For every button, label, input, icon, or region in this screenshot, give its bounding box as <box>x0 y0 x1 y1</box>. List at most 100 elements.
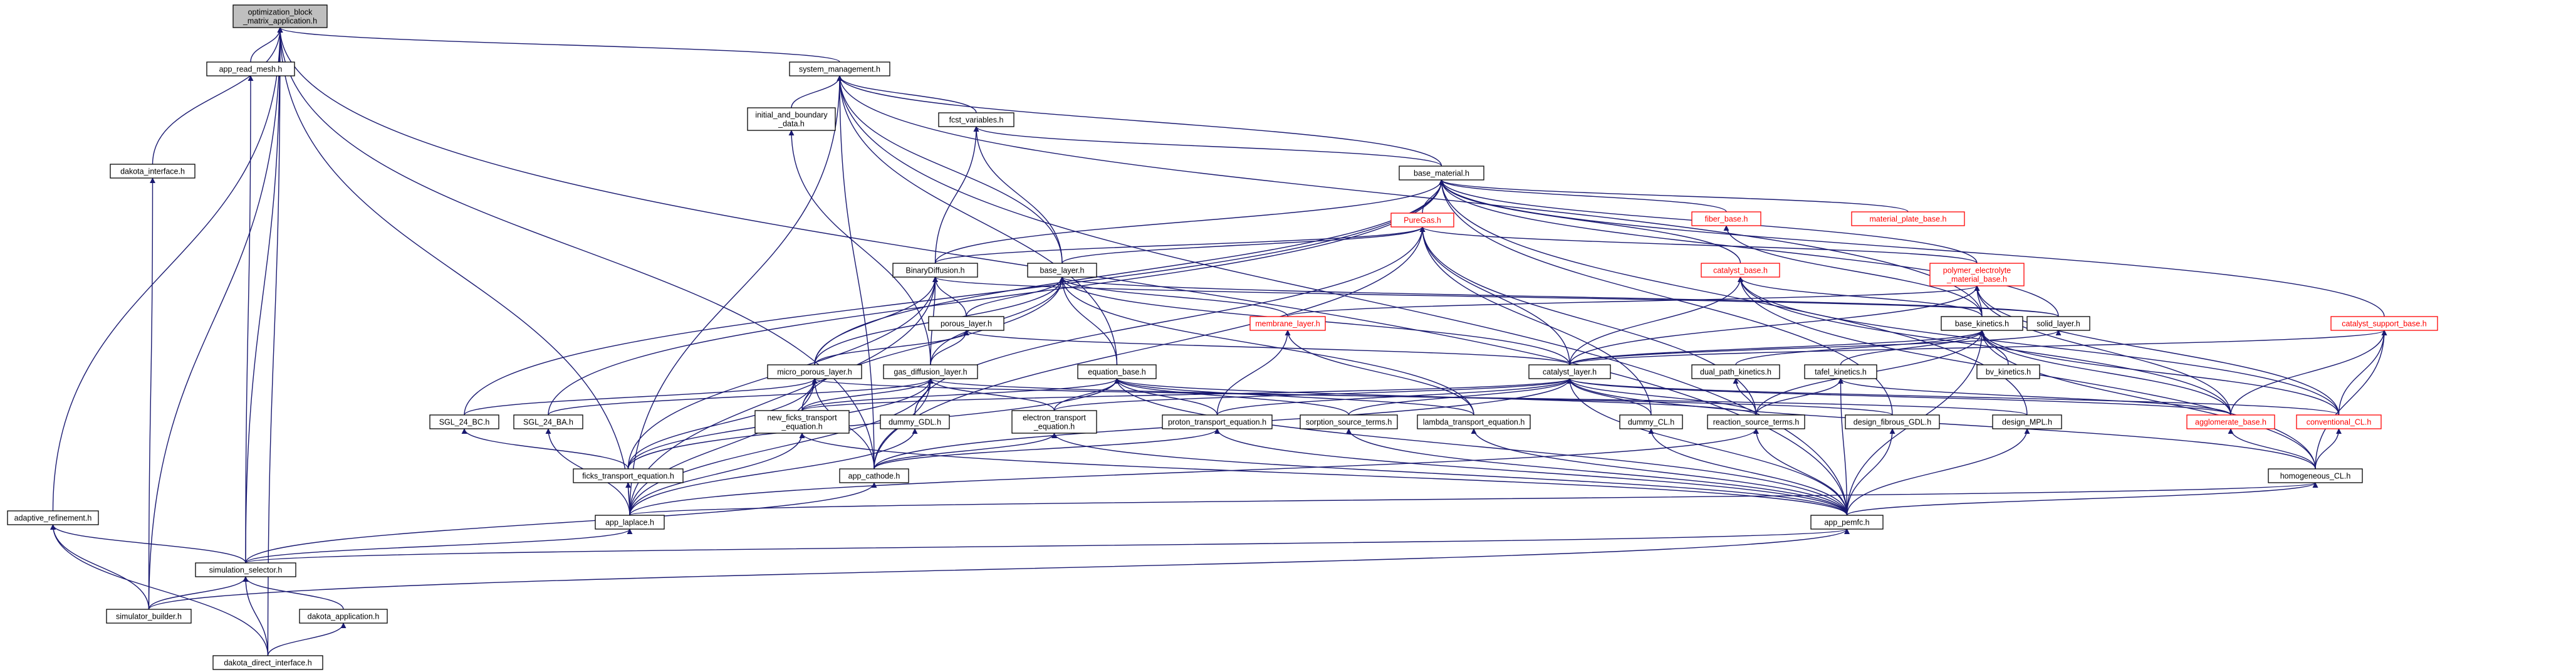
node-simbuild[interactable]: simulator_builder.h <box>106 609 192 624</box>
node-eqbase[interactable]: equation_base.h <box>1077 364 1157 379</box>
node-sgl24ba[interactable]: SGL_24_BA.h <box>513 414 583 429</box>
node-label-line: system_management.h <box>799 65 880 74</box>
node-apppemfc[interactable]: app_pemfc.h <box>1810 515 1884 530</box>
node-catsup[interactable]: catalyst_support_base.h <box>2330 316 2438 331</box>
node-convcl[interactable]: conventional_CL.h <box>2296 414 2382 429</box>
edge-fiber-to-basemat <box>1439 179 1727 213</box>
node-lambda[interactable]: lambda_transport_equation.h <box>1417 414 1531 429</box>
edge-applap-to-newficks <box>629 433 805 516</box>
edge-newficks-to-baselayer <box>801 276 1065 411</box>
node-designmpl[interactable]: design_MPL.h <box>1992 414 2062 429</box>
edge-simbuild-to-adaptive <box>50 524 150 610</box>
node-box <box>212 655 323 670</box>
node-sysman[interactable]: system_management.h <box>789 61 890 76</box>
node-ficks[interactable]: ficks_transport_equation.h <box>573 468 684 483</box>
edge-solid-to-baselayer <box>1059 276 2059 317</box>
node-label-line: sorption_source_terms.h <box>1306 418 1392 427</box>
node-simsel[interactable]: simulation_selector.h <box>195 562 296 577</box>
node-dummygdl[interactable]: dummy_GDL.h <box>880 414 950 429</box>
edge-gasdiff-to-initbd <box>788 130 931 365</box>
node-adaptive[interactable]: adaptive_refinement.h <box>7 510 99 525</box>
node-puregas[interactable]: PureGas.h <box>1390 213 1454 228</box>
node-dakint[interactable]: dakota_interface.h <box>110 164 196 179</box>
node-designfib[interactable]: design_fibrous_GDL.h <box>1845 414 1940 429</box>
node-reaction[interactable]: reaction_source_terms.h <box>1707 414 1805 429</box>
node-box <box>880 414 950 429</box>
node-label: sorption_source_terms.h <box>1306 418 1392 427</box>
node-box <box>2268 468 2363 483</box>
node-label: dummy_CL.h <box>1628 418 1674 427</box>
node-fiber[interactable]: fiber_base.h <box>1691 211 1761 226</box>
node-solid[interactable]: solid_layer.h <box>2026 316 2090 331</box>
node-label: tafel_kinetics.h <box>1815 368 1867 377</box>
node-label: material_plate_base.h <box>1870 215 1947 224</box>
node-label: proton_transport_equation.h <box>1168 418 1266 427</box>
node-newficks[interactable]: new_ficks_transport_equation.h <box>754 410 850 434</box>
edge-catlayer-to-solid <box>1569 330 2062 365</box>
node-root[interactable]: optimization_block_matrix_application.h <box>232 4 328 28</box>
edge-solid-to-binary <box>932 276 2059 317</box>
node-box <box>938 112 1014 127</box>
node-matplate[interactable]: material_plate_base.h <box>1851 211 1965 226</box>
node-bvkin[interactable]: bv_kinetics.h <box>1976 364 2040 379</box>
node-dualpath[interactable]: dual_path_kinetics.h <box>1691 364 1780 379</box>
edge-reaction-to-puregas <box>1419 226 1757 416</box>
edge-baselayer-to-puregas <box>1061 226 1426 264</box>
edge-homog-to-catsup <box>2315 330 2387 470</box>
node-baselayer[interactable]: base_layer.h <box>1027 263 1097 278</box>
node-label-line: design_MPL.h <box>2002 418 2052 427</box>
node-label-line: dummy_CL.h <box>1628 418 1674 427</box>
node-label-line: app_cathode.h <box>848 472 900 481</box>
edge-dakapp-to-simsel <box>242 576 344 610</box>
node-membrane[interactable]: membrane_layer.h <box>1249 316 1326 331</box>
node-sorption[interactable]: sorption_source_terms.h <box>1300 414 1398 429</box>
edge-apppemfc-to-proton <box>1214 428 1848 516</box>
node-box <box>754 410 850 434</box>
node-initbd[interactable]: initial_and_boundary_data.h <box>747 107 836 131</box>
node-gasdiff[interactable]: gas_diffusion_layer.h <box>883 364 978 379</box>
edge-apppemfc-to-dummycl <box>1648 428 1848 516</box>
edge-dummycl-to-catlayer <box>1567 378 1652 416</box>
node-electron[interactable]: electron_transport_equation.h <box>1011 410 1097 434</box>
node-binary[interactable]: BinaryDiffusion.h <box>892 263 978 278</box>
node-label: agglomerate_base.h <box>2195 418 2266 427</box>
node-homog[interactable]: homogeneous_CL.h <box>2268 468 2363 483</box>
node-agglom[interactable]: agglomerate_base.h <box>2186 414 2275 429</box>
node-label: homogeneous_CL.h <box>2280 472 2351 481</box>
node-tafel[interactable]: tafel_kinetics.h <box>1804 364 1877 379</box>
node-dakapp[interactable]: dakota_application.h <box>299 609 388 624</box>
edge-catlayer-to-catsup <box>1569 330 2387 365</box>
edge-applap-to-micro <box>629 378 818 516</box>
node-sgl24bc[interactable]: SGL_24_BC.h <box>429 414 499 429</box>
node-basekin[interactable]: base_kinetics.h <box>1941 316 2023 331</box>
node-dakdirect[interactable]: dakota_direct_interface.h <box>212 655 323 670</box>
node-catlayer[interactable]: catalyst_layer.h <box>1528 364 1611 379</box>
node-fcst[interactable]: fcst_variables.h <box>938 112 1014 127</box>
edge-applap-to-reaction <box>629 428 1759 516</box>
edge-apppemfc-to-homog <box>1846 482 2318 516</box>
edge-proton-to-catlayer <box>1216 378 1573 416</box>
node-dummycl[interactable]: dummy_CL.h <box>1619 414 1683 429</box>
node-basemat[interactable]: base_material.h <box>1399 165 1484 181</box>
edge-simsel-to-appcath <box>245 482 877 564</box>
node-proton[interactable]: proton_transport_equation.h <box>1162 414 1273 429</box>
node-polymer[interactable]: polymer_electrolyte_material_base.h <box>1929 263 2025 286</box>
node-appcath[interactable]: app_cathode.h <box>839 468 909 483</box>
edge-apppemfc-to-eqbase <box>1114 378 1848 516</box>
node-micro[interactable]: micro_porous_layer.h <box>767 364 862 379</box>
edge-porous-to-binary <box>932 276 967 317</box>
node-catbase[interactable]: catalyst_base.h <box>1701 263 1780 278</box>
node-label-line: fcst_variables.h <box>949 116 1004 125</box>
node-appread[interactable]: app_read_mesh.h <box>206 61 295 76</box>
edge-agglom-to-catbase <box>1738 276 2231 416</box>
node-box <box>429 414 499 429</box>
node-porous[interactable]: porous_layer.h <box>928 316 1004 331</box>
node-box <box>195 562 296 577</box>
node-applap[interactable]: app_laplace.h <box>595 515 665 530</box>
edge-apppemfc-to-reaction <box>1753 428 1848 516</box>
node-box <box>1011 410 1097 434</box>
node-label-line: equation_base.h <box>1088 368 1145 377</box>
node-box <box>2026 316 2090 331</box>
node-label: BinaryDiffusion.h <box>905 266 964 275</box>
